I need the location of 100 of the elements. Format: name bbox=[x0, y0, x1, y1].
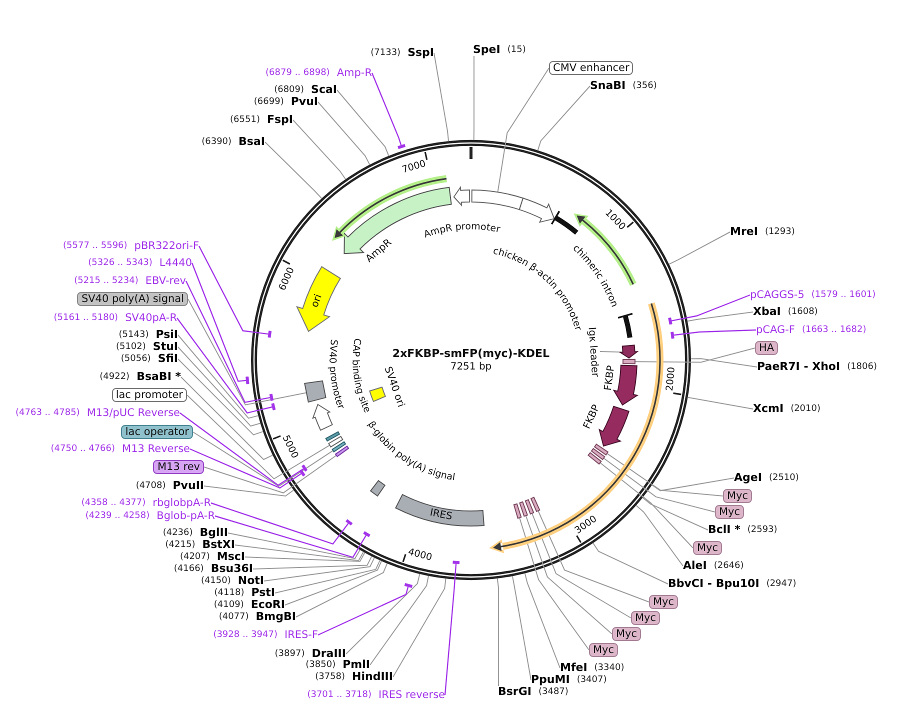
enzyme-name: PstI bbox=[251, 587, 275, 599]
site-position: (4077) bbox=[218, 611, 249, 623]
enzyme-name: PmlI bbox=[342, 659, 370, 671]
feature-label: SV40 poly(A) signal bbox=[77, 292, 188, 306]
leader-line bbox=[497, 68, 550, 193]
leader-line bbox=[636, 504, 684, 566]
primer-name: pBR322ori-F bbox=[134, 240, 199, 252]
enzyme-name: BmgBI bbox=[256, 611, 296, 623]
leader-line bbox=[525, 515, 612, 634]
scale-number: 7000 bbox=[400, 158, 428, 176]
site-position: (3758) bbox=[315, 671, 346, 683]
primer-name: IRES reverse bbox=[378, 689, 445, 701]
site-position: (5102) bbox=[116, 341, 146, 353]
leader-line bbox=[444, 564, 457, 696]
leader-line bbox=[537, 86, 590, 151]
feature-band bbox=[594, 444, 608, 456]
site-position: (6699) bbox=[254, 96, 284, 108]
feature-band bbox=[519, 501, 528, 517]
leader-line bbox=[642, 497, 708, 530]
feature-label: lac operator bbox=[121, 425, 193, 439]
feature-band bbox=[332, 441, 346, 452]
feature-block bbox=[304, 380, 326, 403]
leader-line bbox=[252, 556, 372, 570]
leader-line bbox=[336, 90, 390, 156]
leader-line bbox=[186, 394, 330, 480]
primer-name: IRES-F bbox=[284, 629, 318, 641]
site-position: (7133) bbox=[370, 47, 401, 59]
feature-label: Myc bbox=[723, 489, 752, 503]
site-position: (4922) bbox=[100, 371, 130, 383]
leader-line bbox=[296, 562, 388, 618]
feature-label: AmpR promoter bbox=[422, 221, 502, 240]
leader-line bbox=[603, 458, 716, 512]
leader-line bbox=[532, 512, 632, 618]
primer-position: (5326 .. 5343) bbox=[88, 257, 152, 269]
primer-position: (6879 .. 6898) bbox=[266, 67, 330, 79]
leader-line bbox=[318, 102, 370, 166]
primer-position: (5161 .. 5180) bbox=[54, 312, 118, 324]
leader-line bbox=[214, 515, 367, 558]
leader-line bbox=[671, 294, 750, 322]
leader-line bbox=[652, 478, 734, 492]
leader-line bbox=[690, 358, 758, 368]
feature-band bbox=[530, 496, 540, 512]
primer-mark bbox=[302, 464, 308, 472]
feature-band bbox=[335, 446, 350, 458]
feature-label: Myc bbox=[649, 595, 678, 609]
enzyme-name: EcoRI bbox=[250, 599, 285, 611]
leader-line bbox=[204, 454, 337, 494]
leader-line bbox=[204, 486, 294, 497]
scale-number: 5000 bbox=[280, 434, 300, 461]
site-position: (5056) bbox=[120, 353, 151, 365]
feature-label: IRES bbox=[428, 508, 454, 523]
leader-line bbox=[180, 412, 304, 486]
site-position: (6390) bbox=[202, 136, 232, 148]
leader-line bbox=[234, 544, 364, 562]
site-position: (4150) bbox=[200, 575, 231, 587]
primer-position: (4750 .. 4766) bbox=[50, 443, 116, 455]
primer-mark bbox=[404, 583, 413, 588]
feature-label: M13 rev bbox=[153, 460, 204, 474]
leader-line bbox=[185, 280, 270, 403]
leader-line bbox=[264, 557, 375, 582]
site-position: (2010) bbox=[790, 403, 820, 415]
feature-label: ori bbox=[310, 292, 324, 309]
site-position: (4166) bbox=[174, 563, 204, 575]
site-position: (2947) bbox=[766, 578, 796, 590]
leader-line bbox=[371, 72, 402, 146]
leader-line bbox=[176, 318, 272, 414]
primer-name: Bglob-pA-R bbox=[156, 510, 215, 522]
leader-line bbox=[606, 452, 724, 496]
enzyme-name: Bsu36I bbox=[210, 563, 253, 575]
enzyme-name: PaeR7I - XhoI bbox=[757, 361, 840, 373]
enzyme-name: BsaBI * bbox=[136, 371, 181, 383]
enzyme-name: BsaI bbox=[238, 136, 265, 148]
enzyme-name: SfiI bbox=[158, 353, 178, 365]
primer-mark bbox=[670, 332, 674, 339]
leader-line bbox=[634, 348, 756, 363]
leader-line bbox=[496, 578, 500, 686]
primer-mark bbox=[668, 317, 672, 325]
feature-label: HA bbox=[755, 341, 778, 355]
primer-name: L4440 bbox=[159, 257, 192, 269]
primer-name: rbglobpA-R bbox=[152, 497, 211, 509]
primer-name: Amp-R bbox=[336, 67, 372, 79]
leader-line bbox=[519, 517, 590, 650]
enzyme-name: BclI * bbox=[708, 524, 740, 536]
enzyme-name: BglII bbox=[200, 527, 228, 539]
leader-line bbox=[538, 510, 650, 602]
site-position: (2510) bbox=[768, 472, 799, 484]
enzyme-name: StuI bbox=[152, 341, 178, 353]
enzyme-name: DraIII bbox=[312, 648, 346, 660]
site-position: (15) bbox=[507, 44, 526, 56]
scale-number: 4000 bbox=[407, 546, 434, 563]
site-position: (356) bbox=[632, 80, 657, 92]
leader-line bbox=[434, 52, 450, 142]
site-position: (1293) bbox=[764, 226, 795, 238]
feature-label: Myc bbox=[693, 541, 722, 555]
leader-line bbox=[592, 542, 668, 584]
primer-mark bbox=[269, 394, 274, 401]
leader-line bbox=[599, 351, 624, 353]
leader-line bbox=[292, 120, 346, 180]
enzyme-name: BbvCI - Bpu10I bbox=[668, 578, 760, 590]
leader-line bbox=[512, 576, 532, 680]
